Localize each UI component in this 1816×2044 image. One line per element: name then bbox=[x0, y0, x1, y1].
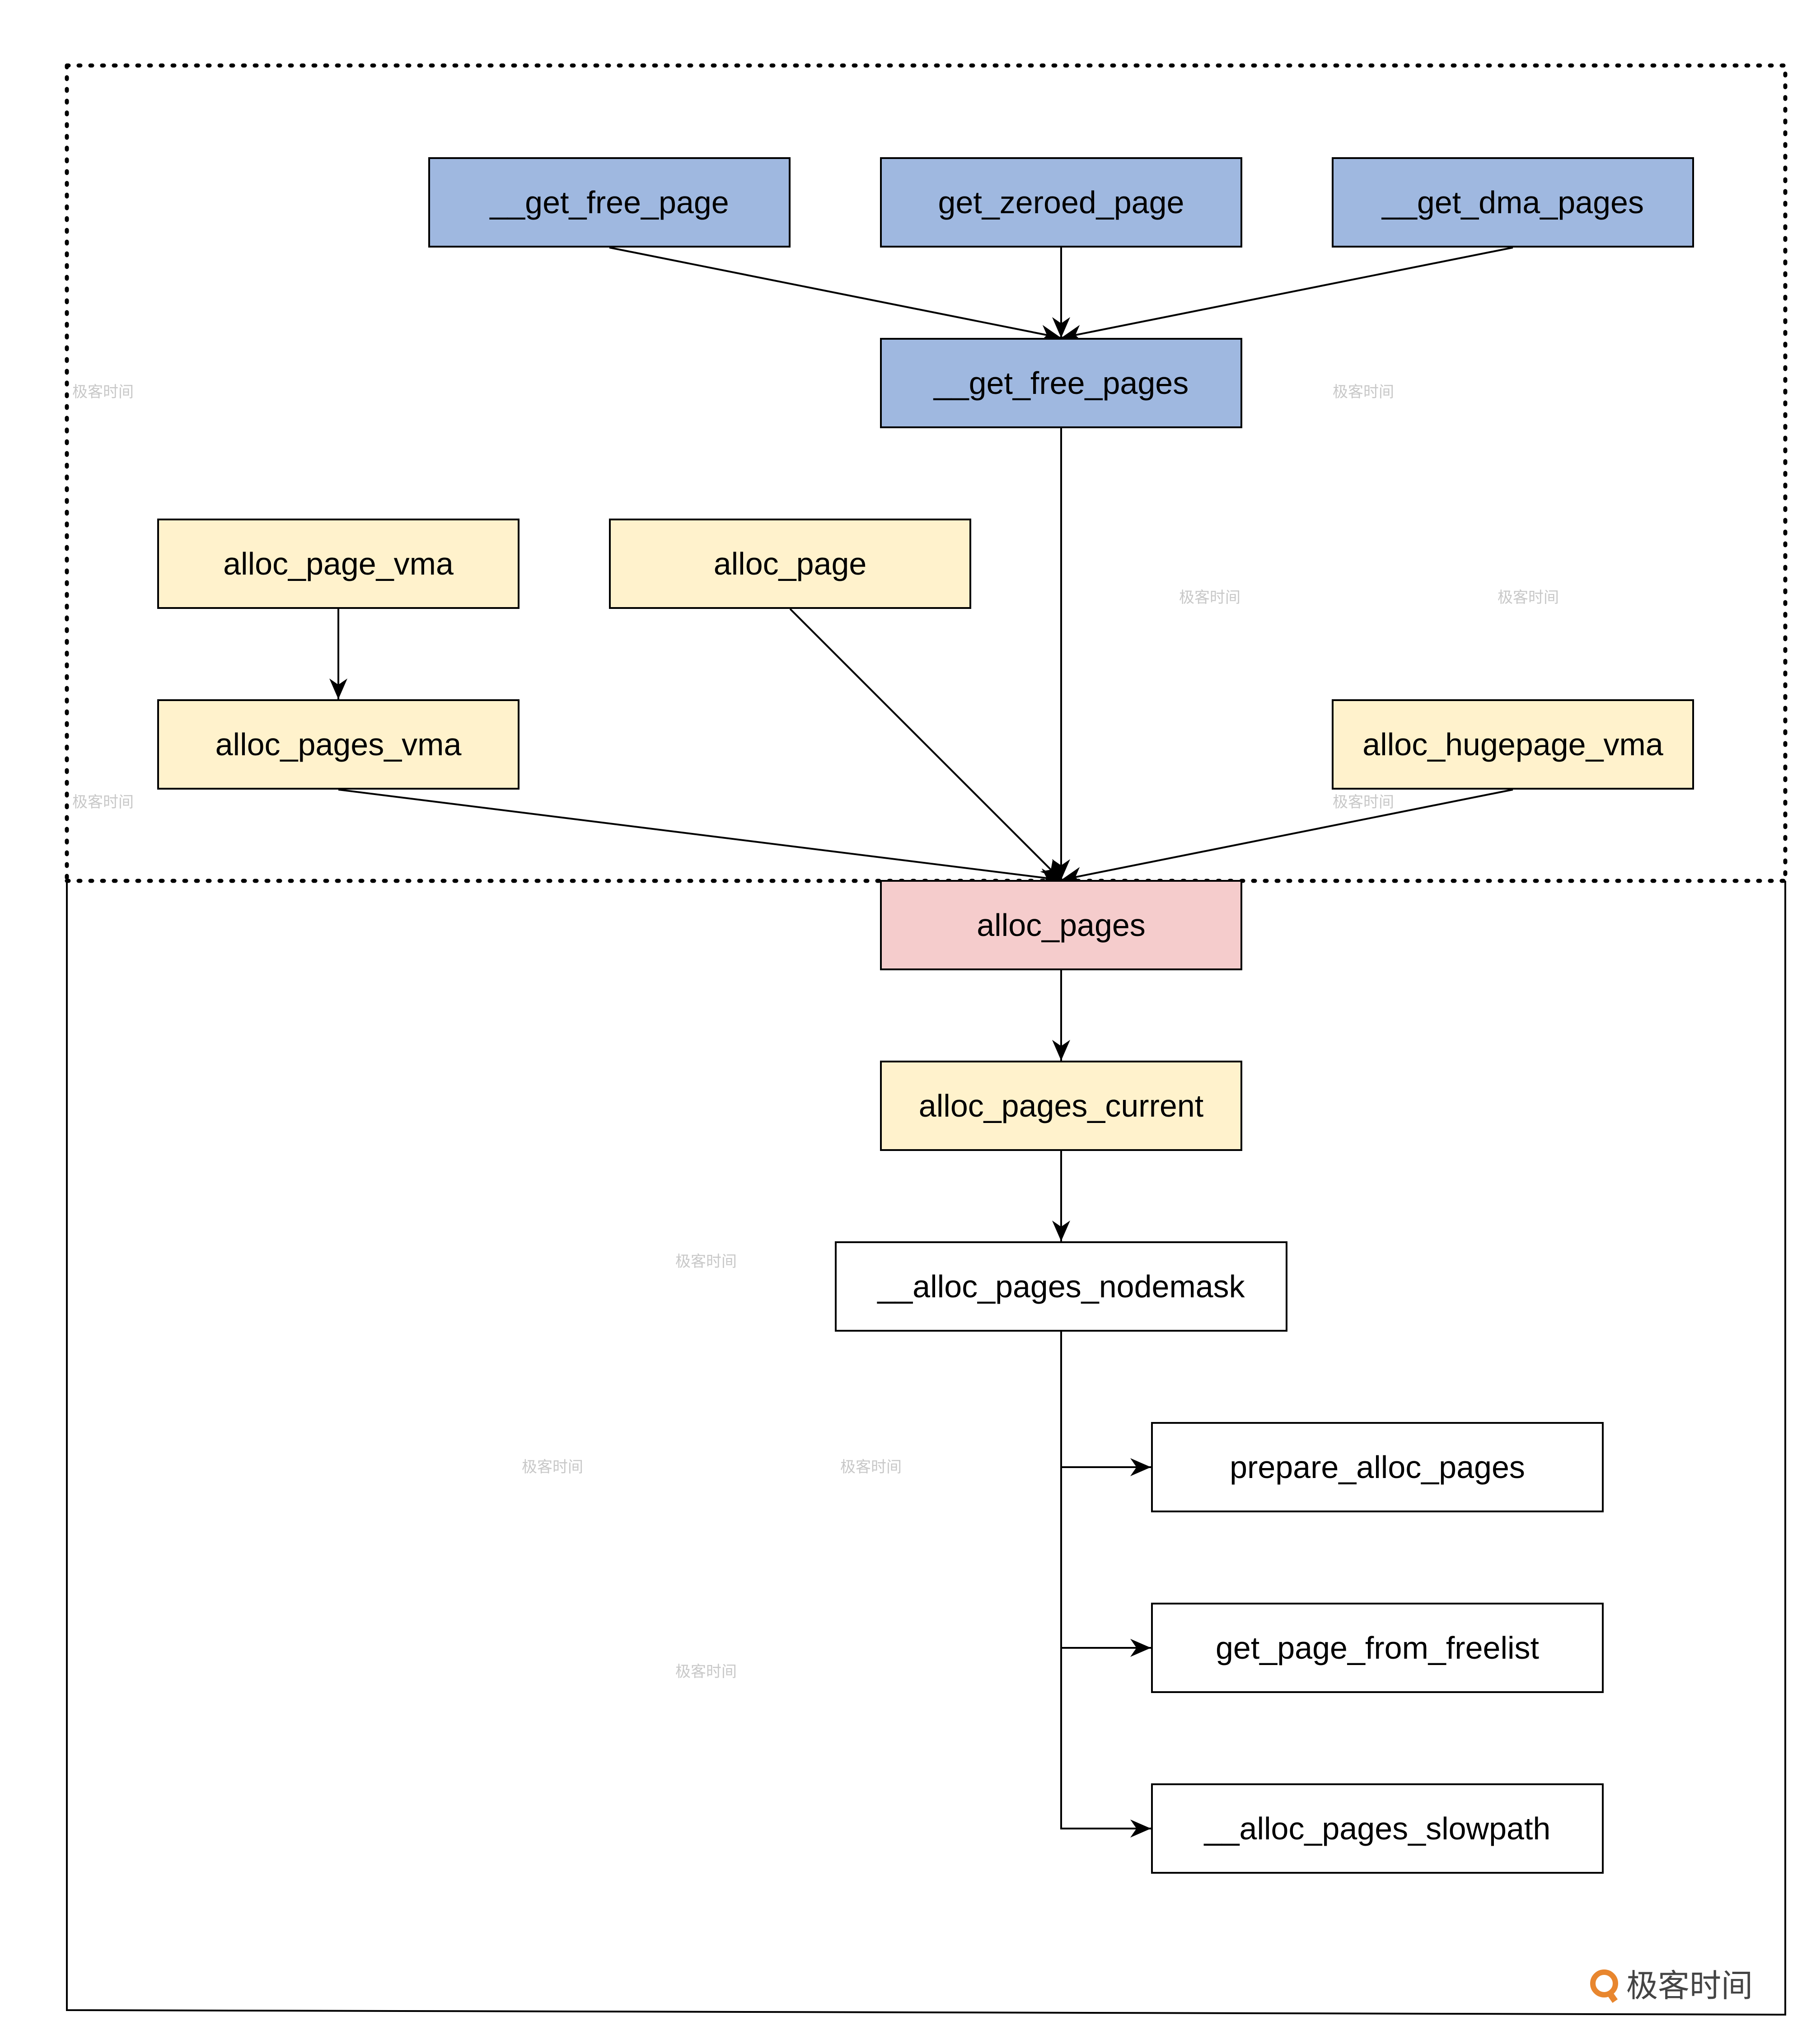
edge-alloc-pages-to-alloc-pages-current-arrowhead bbox=[1052, 1040, 1070, 1061]
node-label: __alloc_pages_slowpath bbox=[1204, 1811, 1551, 1846]
brand-icon bbox=[1590, 1969, 1618, 1997]
lower-region-border bbox=[66, 881, 1786, 2016]
edge-alloc-page-to-alloc-pages bbox=[789, 608, 1062, 881]
node-get-dma-pages: __get_dma_pages bbox=[1332, 157, 1694, 248]
edge-alloc-pages-vma-to-alloc-pages bbox=[338, 789, 1062, 881]
node-get-page-from-freelist: get_page_from_freelist bbox=[1151, 1603, 1604, 1693]
node-get-free-pages: __get_free_pages bbox=[880, 338, 1242, 428]
edge-nodemask-to-get-page-from-freelist-arrowhead bbox=[1130, 1639, 1151, 1657]
watermark: 极客时间 bbox=[840, 1458, 902, 1476]
node-label: get_page_from_freelist bbox=[1216, 1630, 1539, 1665]
edge-alloc-page-to-alloc-pages-arrowhead bbox=[1040, 859, 1061, 880]
watermark: 极客时间 bbox=[72, 793, 134, 811]
brand-text: 极客时间 bbox=[1626, 1967, 1753, 2004]
edges bbox=[337, 247, 1513, 1829]
node-label: alloc_hugepage_vma bbox=[1362, 727, 1663, 762]
brand-logo: 极客时间 bbox=[1590, 1960, 1753, 2006]
edge-nodemask-to-prepare-alloc-pages-arrowhead bbox=[1130, 1458, 1151, 1476]
watermark: 极客时间 bbox=[1179, 589, 1240, 607]
watermark: 极客时间 bbox=[1333, 383, 1394, 401]
edge-nodemask-to-alloc-pages-slowpath bbox=[1060, 1648, 1151, 1829]
edge-get-free-pages-to-alloc-pages-arrowhead bbox=[1052, 859, 1070, 880]
watermark: 极客时间 bbox=[522, 1458, 583, 1476]
watermark: 极客时间 bbox=[1333, 793, 1394, 811]
node-label: get_zeroed_page bbox=[938, 185, 1184, 220]
node-alloc-page: alloc_page bbox=[609, 519, 971, 609]
node-alloc-page-vma: alloc_page_vma bbox=[157, 519, 520, 609]
edge-alloc-pages-current-to-nodemask-arrowhead bbox=[1052, 1221, 1070, 1241]
arrowheads bbox=[329, 317, 1151, 1838]
edge-nodemask-to-alloc-pages-slowpath-arrowhead bbox=[1130, 1819, 1151, 1838]
node-prepare-alloc-pages: prepare_alloc_pages bbox=[1151, 1422, 1604, 1512]
node-alloc-pages-current: alloc_pages_current bbox=[880, 1061, 1242, 1151]
node-label: __alloc_pages_nodemask bbox=[877, 1269, 1245, 1304]
node-label: alloc_pages_vma bbox=[215, 727, 462, 762]
node-alloc-pages-vma: alloc_pages_vma bbox=[157, 699, 520, 790]
node-label: alloc_pages bbox=[977, 907, 1146, 943]
node-label: alloc_pages_current bbox=[918, 1088, 1204, 1123]
watermark: 极客时间 bbox=[72, 383, 134, 401]
watermark: 极客时间 bbox=[675, 1253, 737, 1271]
edge-alloc-page-vma-to-alloc-pages-vma-arrowhead bbox=[329, 678, 347, 699]
node-label: __get_free_page bbox=[490, 185, 729, 220]
node-alloc-pages: alloc_pages bbox=[880, 880, 1242, 970]
node-label: alloc_page bbox=[713, 546, 867, 581]
node-alloc-pages-slowpath: __alloc_pages_slowpath bbox=[1151, 1783, 1604, 1874]
node-alloc-hugepage-vma: alloc_hugepage_vma bbox=[1332, 699, 1694, 790]
edge-nodemask-to-prepare-alloc-pages bbox=[1060, 1332, 1151, 1468]
node-label: __get_dma_pages bbox=[1382, 185, 1644, 220]
node-label: __get_free_pages bbox=[933, 365, 1189, 401]
node-label: alloc_page_vma bbox=[223, 546, 454, 581]
node-label: prepare_alloc_pages bbox=[1230, 1450, 1525, 1485]
watermark: 极客时间 bbox=[675, 1663, 737, 1681]
edge-get-free-page-to-get-free-pages bbox=[609, 247, 1062, 339]
edge-get-zeroed-page-to-get-free-pages-arrowhead bbox=[1052, 317, 1070, 338]
node-get-free-page: __get_free_page bbox=[428, 157, 791, 248]
edge-get-dma-pages-to-get-free-pages bbox=[1061, 247, 1513, 339]
node-get-zeroed-page: get_zeroed_page bbox=[880, 157, 1242, 248]
node-alloc-pages-nodemask: __alloc_pages_nodemask bbox=[835, 1241, 1287, 1332]
edge-alloc-hugepage-vma-to-alloc-pages bbox=[1061, 789, 1513, 881]
watermark: 极客时间 bbox=[1498, 589, 1559, 607]
edge-nodemask-to-get-page-from-freelist bbox=[1060, 1467, 1151, 1649]
